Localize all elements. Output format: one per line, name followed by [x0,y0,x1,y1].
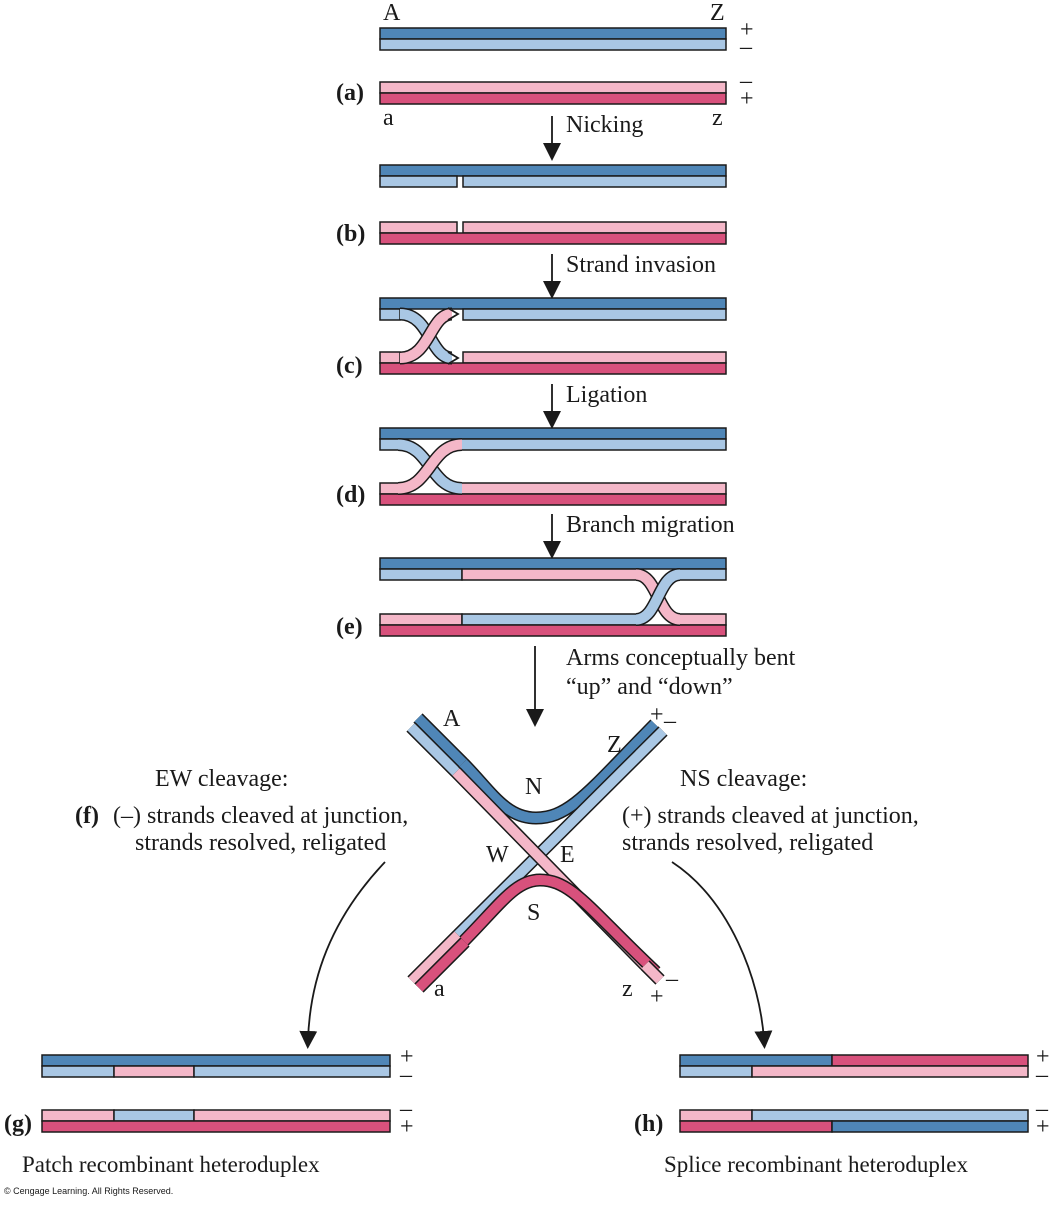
ew-cleavage-line1: (–) strands cleaved at junction, [113,803,408,829]
label-strand-invasion: Strand invasion [566,252,716,278]
stage-a: A Z a z + – – + (a) [336,0,754,131]
step-label-a: (a) [336,80,364,106]
label-arms-bent-2: “up” and “down” [566,674,733,700]
minus-sign: – [1035,1062,1049,1088]
plus-sign: + [740,86,754,112]
ns-cleavage-line2: strands resolved, religated [622,830,873,856]
minus-sign: – [739,68,753,94]
label-nicking: Nicking [566,112,643,138]
minus-sign: – [665,966,679,992]
plus-sign: + [650,984,664,1010]
minus-sign: – [663,708,677,734]
copyright-notice: © Cengage Learning. All Rights Reserved. [4,1186,173,1196]
minus-sign: – [739,34,753,60]
duplex-pink-a [379,81,727,105]
plus-sign: + [740,17,754,43]
step-label-h: (h) [634,1111,663,1137]
end-label-A: A [383,0,401,26]
step-label-b: (b) [336,221,365,247]
caption-patch: Patch recombinant heteroduplex [22,1152,320,1177]
label-arms-bent-1: Arms conceptually bent [566,645,796,671]
plus-sign: + [400,1044,414,1070]
end-label-z: z [712,105,723,131]
step-label-g: (g) [4,1111,32,1137]
minus-sign: – [1035,1096,1049,1122]
ew-cleavage-line2: strands resolved, religated [135,830,386,856]
junction-label-Z: Z [607,732,622,758]
junction-label-W: W [486,842,509,868]
minus-sign: – [399,1096,413,1122]
minus-sign: – [399,1062,413,1088]
step-label-f: (f) [75,803,99,829]
step-label-d: (d) [336,482,365,508]
plus-sign: + [1036,1114,1050,1140]
duplex-blue-a [379,27,727,51]
label-ligation: Ligation [566,382,647,408]
plus-sign: + [400,1114,414,1140]
junction-label-A: A [443,706,461,732]
ns-cleavage-title: NS cleavage: [680,766,807,792]
step-label-c: (c) [336,353,363,379]
stage-h-splice: + – – + (h) Splice recombinant heterodup… [634,1044,1050,1177]
junction-label-z: z [622,976,633,1002]
stage-e: (e) [336,557,727,640]
label-branch-migration: Branch migration [566,512,735,538]
end-label-a: a [383,105,394,131]
ew-cleavage-title: EW cleavage: [155,766,288,792]
stage-g-patch: + – – + (g) Patch recombinant heterodupl… [4,1044,414,1177]
stage-b: (b) [336,164,727,247]
end-label-Z: Z [710,0,725,26]
ns-cleavage-line1: (+) strands cleaved at junction, [622,803,919,829]
step-label-e: (e) [336,614,363,640]
arrow-ns-cleavage [671,861,773,1049]
stage-d: (d) [336,427,727,508]
arrow-ew-cleavage [299,861,386,1049]
caption-splice: Splice recombinant heteroduplex [664,1152,969,1177]
holliday-junction: A Z + – a z – + N S W E [406,702,679,1010]
plus-sign: + [1036,1044,1050,1070]
stage-c: (c) [336,297,727,379]
junction-label-S: S [527,900,540,926]
junction-label-a: a [434,976,445,1002]
junction-label-N: N [525,774,542,800]
junction-label-E: E [560,842,575,868]
plus-sign: + [650,702,664,728]
